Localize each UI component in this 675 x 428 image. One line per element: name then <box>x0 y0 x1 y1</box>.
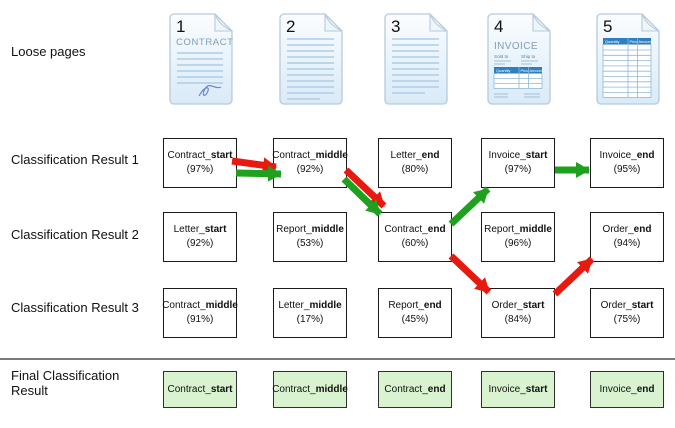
result-box-r2c3: Contract_end(60%) <box>378 212 452 262</box>
result-box-r2c4: Report_middle(96%) <box>481 212 555 262</box>
page-number: 1 <box>176 17 185 36</box>
arrow-red-r3c4-to-r2c5 <box>552 256 595 297</box>
result-box-r1c5: Invoice_end(95%) <box>590 138 664 188</box>
result-box-r3c5: Order_start(75%) <box>590 288 664 338</box>
document-page-2-icon: 2 <box>279 13 343 105</box>
loose-pages-label: Loose pages <box>11 44 86 59</box>
document-page-5-icon: 5 Quantity Price Amount <box>596 13 660 105</box>
result-box-r3c2: Letter_middle(17%) <box>273 288 347 338</box>
svg-text:Quantity: Quantity <box>496 68 511 73</box>
classification-result-3-label: Classification Result 3 <box>11 300 139 315</box>
final-box-c5: Invoice_end <box>590 371 664 408</box>
final-box-c1: Contract_start <box>163 371 237 408</box>
ship-to-label: Ship to <box>521 54 536 59</box>
classification-result-2-label: Classification Result 2 <box>11 227 139 242</box>
result-box-r1c1: Contract_start(97%) <box>163 138 237 188</box>
invoice-table: Quantity Price Amount <box>493 67 544 89</box>
signature-squiggle <box>198 85 222 97</box>
sold-to-label: Sold to <box>494 54 509 59</box>
result-box-r2c1: Letter_start(92%) <box>163 212 237 262</box>
classification-result-1-label: Classification Result 1 <box>11 152 139 167</box>
final-box-c3: Contract_end <box>378 371 452 408</box>
totals-lines <box>494 93 540 98</box>
invoice-title-text: INVOICE <box>494 41 538 52</box>
page-number: 5 <box>603 17 612 36</box>
svg-text:Price: Price <box>521 68 530 73</box>
contract-title-text: CONTRACT <box>176 37 234 48</box>
text-lines <box>287 38 334 100</box>
result-box-r1c3: Letter_end(80%) <box>378 138 452 188</box>
final-box-c2: Contract_middle <box>272 371 348 408</box>
result-box-r1c4: Invoice_start(97%) <box>481 138 555 188</box>
document-page-1-icon: 1 CONTRACT <box>169 13 234 105</box>
result-box-r3c3: Report_end(45%) <box>378 288 452 338</box>
svg-text:Amount: Amount <box>530 68 544 73</box>
result-box-r3c1: Contract_middle(91%) <box>162 288 238 338</box>
data-table: Quantity Price Amount <box>602 38 653 98</box>
result-box-r3c4: Order_start(84%) <box>481 288 555 338</box>
document-page-3-icon: 3 <box>384 13 448 105</box>
address-lines <box>494 60 538 65</box>
final-row-separator-line <box>0 358 675 360</box>
result-box-r2c5: Order_end(94%) <box>590 212 664 262</box>
page-number: 4 <box>494 17 503 36</box>
final-classification-label: Final Classification Result <box>11 368 120 398</box>
svg-text:Price: Price <box>630 39 639 44</box>
result-box-r1c2: Contract_middle(92%) <box>272 138 348 188</box>
text-lines <box>392 38 439 94</box>
page-number: 2 <box>286 17 295 36</box>
final-box-c4: Invoice_start <box>481 371 555 408</box>
result-box-r2c2: Report_middle(53%) <box>273 212 347 262</box>
document-page-4-icon: 4 INVOICE Sold to Ship to Quantity Price… <box>487 13 551 105</box>
text-lines <box>177 52 223 84</box>
svg-text:Amount: Amount <box>639 39 653 44</box>
svg-text:Quantity: Quantity <box>605 39 620 44</box>
arrow-green-r1c2-to-r2c3 <box>341 176 383 217</box>
arrow-red-r1c1-to-r1c2 <box>231 157 277 174</box>
page-number: 3 <box>391 17 400 36</box>
